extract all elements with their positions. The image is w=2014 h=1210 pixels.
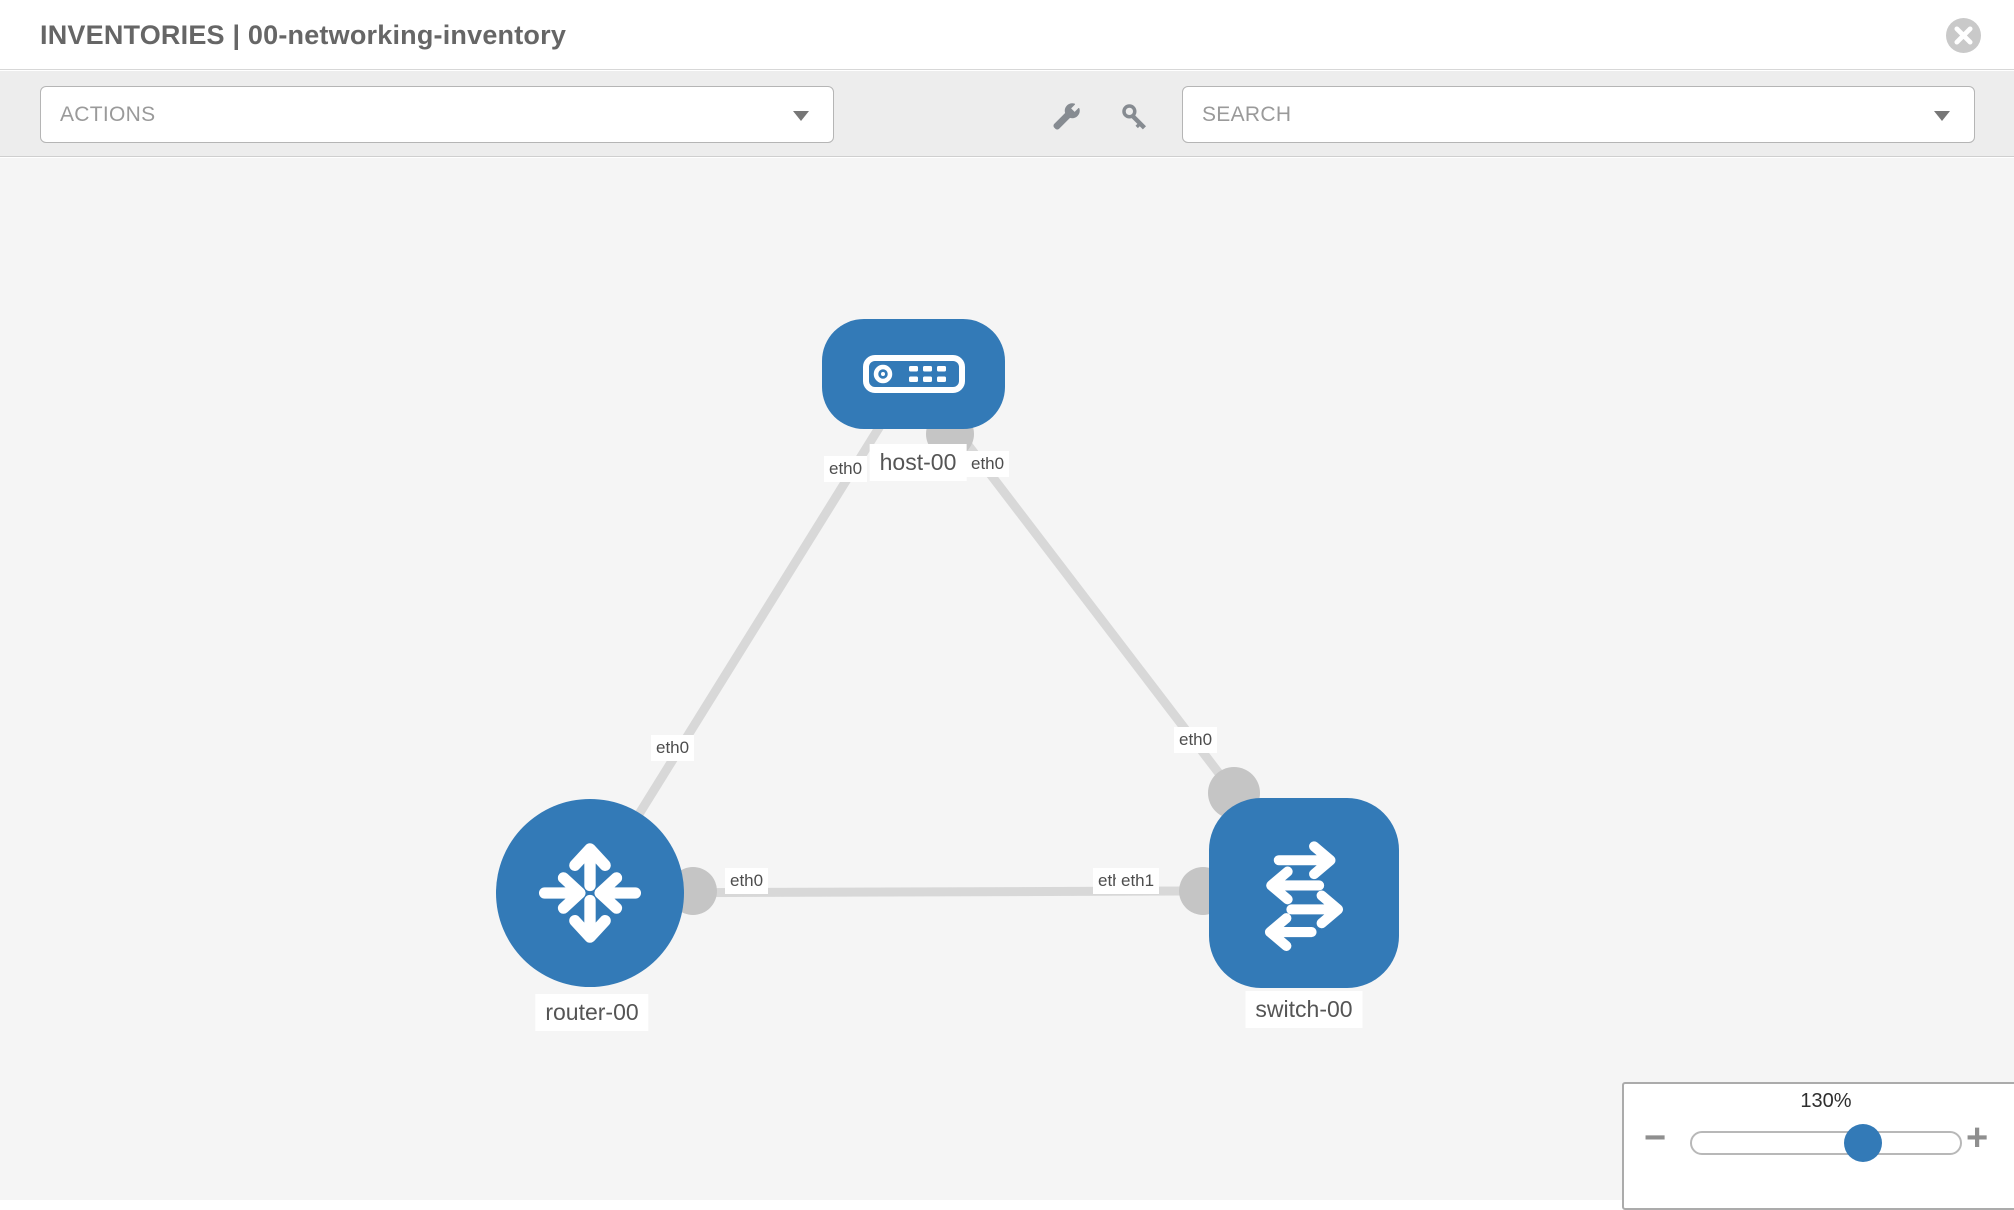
zoom-value: 130% bbox=[1800, 1090, 1852, 1112]
chevron-down-icon bbox=[1934, 111, 1950, 121]
zoom-slider-thumb[interactable] bbox=[1844, 1124, 1882, 1162]
toolbar: ACTIONS SEARCH bbox=[0, 71, 2014, 157]
search-dropdown-label: SEARCH bbox=[1202, 103, 1292, 126]
node-switch-00[interactable] bbox=[1209, 798, 1399, 988]
switch-icon bbox=[1264, 841, 1344, 951]
chevron-down-icon bbox=[793, 111, 809, 121]
zoom-in-button[interactable]: + bbox=[1966, 1117, 1989, 1159]
node-label-host: host-00 bbox=[869, 444, 967, 481]
host-icon bbox=[862, 355, 965, 393]
node-router-00[interactable] bbox=[496, 799, 684, 987]
iface-label-eth0: eth0 bbox=[966, 451, 1010, 477]
node-label-router: router-00 bbox=[535, 994, 649, 1031]
close-icon bbox=[1954, 26, 1973, 45]
node-host-00[interactable] bbox=[822, 319, 1005, 429]
zoom-out-button[interactable]: − bbox=[1644, 1117, 1667, 1159]
links-layer bbox=[586, 370, 1260, 915]
iface-label-eth0: eth0 bbox=[824, 456, 868, 482]
actions-dropdown[interactable]: ACTIONS bbox=[40, 86, 834, 143]
header-bar: INVENTORIES | 00-networking-inventory bbox=[0, 0, 2014, 70]
tools-button[interactable] bbox=[1048, 99, 1084, 135]
topology-canvas[interactable]: host-00 router-00 switch-00 eth0 eth0 et… bbox=[0, 158, 2014, 1200]
zoom-slider-track[interactable] bbox=[1690, 1131, 1962, 1155]
wrench-icon bbox=[1053, 103, 1080, 130]
actions-dropdown-label: ACTIONS bbox=[60, 103, 156, 126]
close-button[interactable] bbox=[1946, 18, 1981, 53]
router-icon bbox=[538, 843, 642, 943]
iface-label-eth1: eth1 bbox=[1116, 868, 1160, 894]
page-title: INVENTORIES | 00-networking-inventory bbox=[40, 20, 567, 50]
search-dropdown[interactable]: SEARCH bbox=[1182, 86, 1975, 143]
iface-label-eth0: eth0 bbox=[1174, 727, 1218, 753]
key-button[interactable] bbox=[1117, 99, 1153, 135]
key-icon bbox=[1122, 104, 1146, 130]
node-label-switch: switch-00 bbox=[1245, 991, 1363, 1028]
iface-label-eth0: eth0 bbox=[725, 868, 769, 894]
iface-label-eth0: eth0 bbox=[651, 735, 695, 761]
